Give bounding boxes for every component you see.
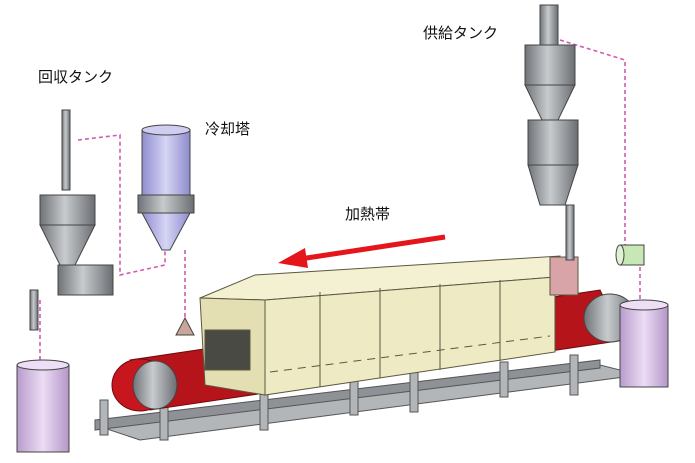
green-cylinder <box>615 244 645 266</box>
supply-tank <box>524 4 579 261</box>
recovery-tank-label: 回収タンク <box>38 68 114 86</box>
flow-direction-arrow <box>278 234 446 268</box>
heating-oven <box>199 255 579 396</box>
cooling-tower <box>137 124 195 336</box>
base-frame <box>94 354 641 441</box>
collection-bin <box>16 359 70 453</box>
transfer-lines <box>39 39 641 365</box>
cooling-tower-label: 冷却塔 <box>205 120 251 138</box>
feed-bin <box>619 299 669 388</box>
supply-tank-label: 供給タンク <box>423 24 499 42</box>
recovery-tank <box>29 109 114 331</box>
heating-zone-label: 加熱帯 <box>345 205 391 223</box>
